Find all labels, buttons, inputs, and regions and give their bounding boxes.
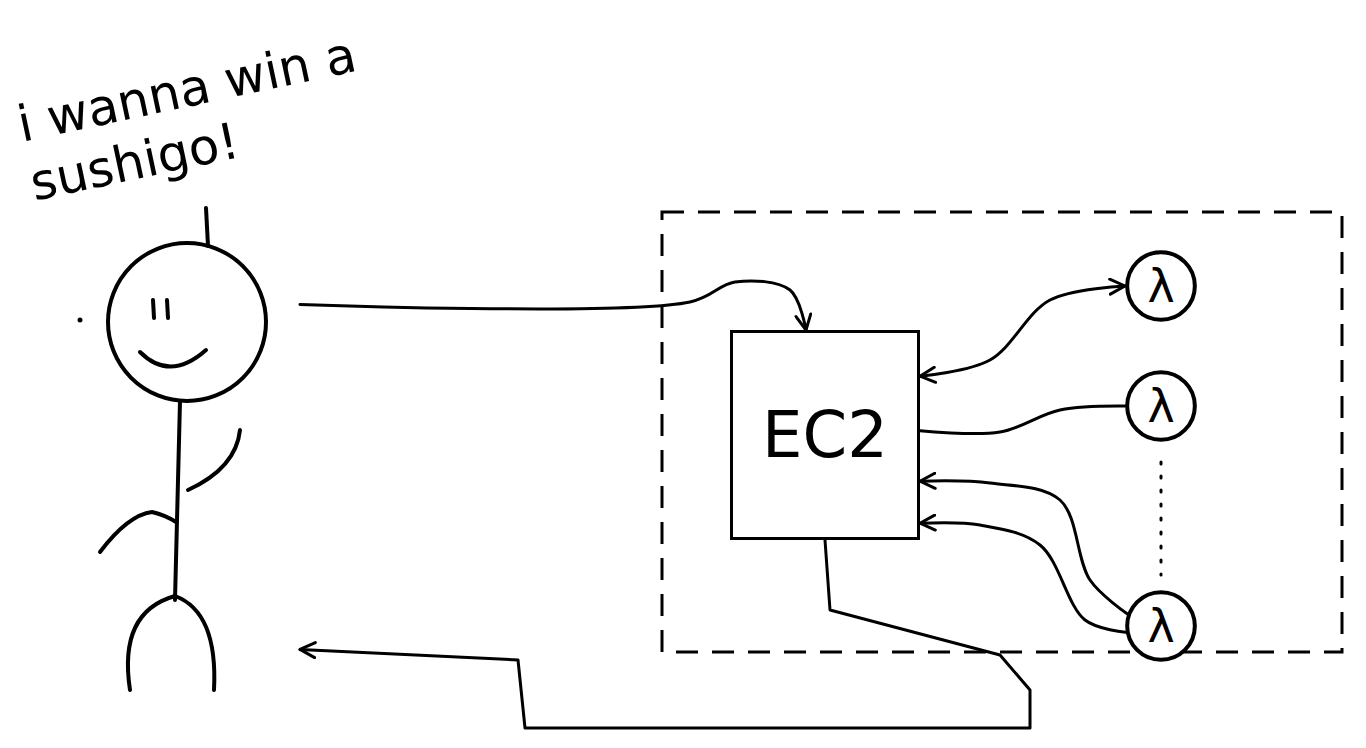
speech-text: i wanna win a sushigo! [12,7,458,214]
node-label: λ [1147,383,1174,429]
ellipsis-dots [1160,462,1163,575]
lambda-circle: λ [1125,250,1197,322]
connector-arrow [920,481,1127,614]
person-figure: i wanna win a sushigo! [95,240,300,700]
connector-arrow [920,286,1125,376]
server-box: EC2 [730,330,920,540]
region-boundary [662,212,1342,652]
connector-arrow [920,406,1125,434]
lambda-circle: λ [1125,590,1197,662]
connector-arrow [300,281,806,330]
node-label: λ [1147,263,1174,309]
stray-dot [78,318,83,323]
stick-figure [100,208,266,690]
node-label: EC2 [762,403,888,467]
connector-arrow [300,540,1030,728]
lambda-circle: λ [1125,370,1197,442]
node-label: λ [1147,603,1174,649]
connector-arrow [920,523,1126,632]
